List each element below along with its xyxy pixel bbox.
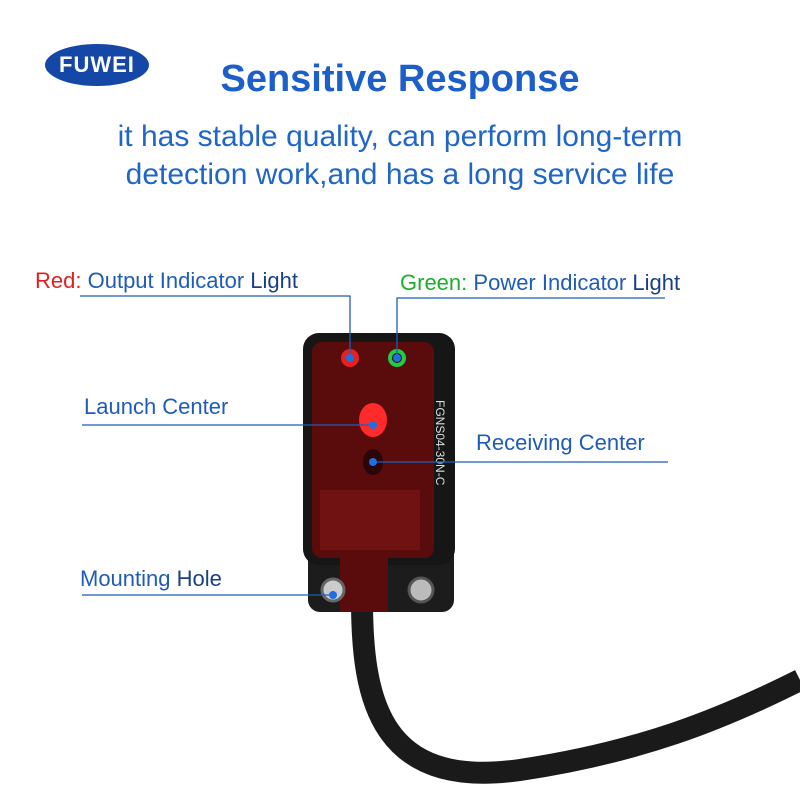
green-prefix: Green: bbox=[400, 270, 468, 295]
brand-logo: FUWEI bbox=[45, 44, 149, 86]
cable bbox=[351, 599, 800, 784]
mounting-text: Mounting bbox=[80, 566, 171, 591]
label-green-indicator: Green: Power Indicator Light bbox=[400, 270, 680, 296]
model-text: FGNS04-30N-C bbox=[433, 400, 447, 486]
launch-lens bbox=[359, 403, 387, 437]
page-title: Sensitive Response bbox=[220, 58, 580, 100]
mounting-hole-right bbox=[407, 576, 435, 604]
label-red-indicator: Red: Output Indicator Light bbox=[35, 268, 298, 294]
red-text: Output Indicator bbox=[87, 268, 245, 293]
green-suffix: Light bbox=[632, 270, 681, 295]
red-suffix: Light bbox=[250, 268, 298, 293]
leader-lines bbox=[80, 295, 668, 596]
label-mounting-hole: Mounting Hole bbox=[80, 566, 222, 592]
subtitle-line-1: it has stable quality, can perform long-… bbox=[117, 120, 683, 153]
green-text: Power Indicator bbox=[473, 270, 627, 295]
subtitle-line-2: detection work,and has a long service li… bbox=[125, 158, 675, 191]
label-launch-center: Launch Center bbox=[84, 394, 229, 419]
red-prefix: Red: bbox=[35, 268, 82, 293]
label-receiving-center: Receiving Center bbox=[476, 430, 645, 455]
mounting-suffix: Hole bbox=[176, 566, 222, 591]
